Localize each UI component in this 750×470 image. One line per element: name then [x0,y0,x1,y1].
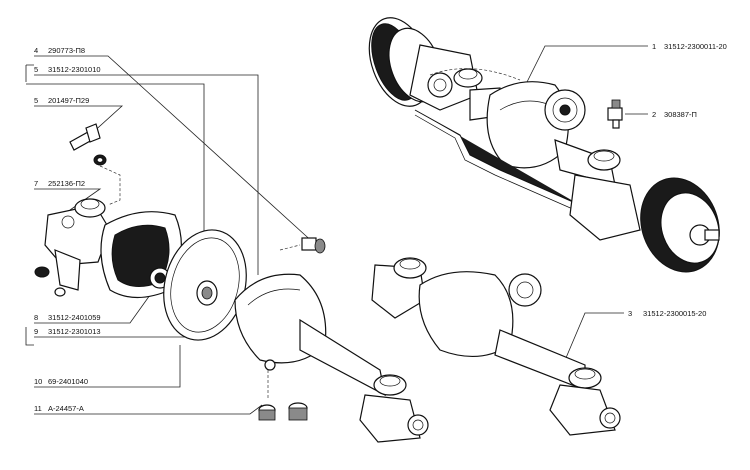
callout-10-code: 69-2401040 [48,377,88,386]
callout-11-code: А-24457-А [48,404,84,413]
callout-2-number: 2 [652,110,656,119]
callout-2: 2 308387-П [625,110,697,119]
callout-5-bolt: 5 201497-П29 [26,83,205,285]
gasket-drawing [163,229,247,341]
callout-8: 8 31512-2401059 [34,294,151,324]
callout-4-number: 4 [34,46,38,55]
plug-drawing [279,237,326,254]
callout-5b-number: 5 [34,96,38,105]
callout-8-number: 8 [34,313,38,322]
callout-8-code: 31512-2401059 [48,313,101,322]
callout-1-number: 1 [652,42,656,51]
breather-plug-drawing [607,99,623,129]
callout-1: 1 31512-2300011-20 [521,42,727,93]
callout-5a-code: 31512-2301010 [48,65,101,74]
callout-3: 3 31512-2300015-20 [559,309,706,373]
callout-9-code: 31512-2301013 [48,327,101,336]
callout-5-housing: 5 31512-2301010 [25,64,259,275]
callout-9-number: 9 [34,327,38,336]
callout-11-number: 11 [34,404,42,413]
callout-4-code: 290773-П8 [48,46,85,55]
callout-2-code: 308387-П [664,110,697,119]
drain-plugs-drawing [258,370,308,421]
callout-5b-code: 201497-П29 [48,96,89,105]
callout-5a-number: 5 [34,65,38,74]
callout-10-number: 10 [34,377,42,386]
callout-7-code: 252136-П2 [48,179,85,188]
callout-1-code: 31512-2300011-20 [664,42,727,51]
assembled-axle-drawing [368,17,720,273]
callout-4: 4 290773-П8 [34,46,317,246]
callout-7-number: 7 [34,179,38,188]
steering-knuckle-drawing [34,198,111,297]
bolt-and-washer-drawing [69,123,121,206]
callout-10: 10 69-2401040 [34,345,181,388]
callout-3-code: 31512-2300015-20 [643,309,706,318]
callout-11: 11 А-24457-А [34,404,263,415]
axle-housing-assembly-drawing [371,257,621,436]
axle-housing-drawing [234,273,429,443]
callout-3-number: 3 [628,309,632,318]
